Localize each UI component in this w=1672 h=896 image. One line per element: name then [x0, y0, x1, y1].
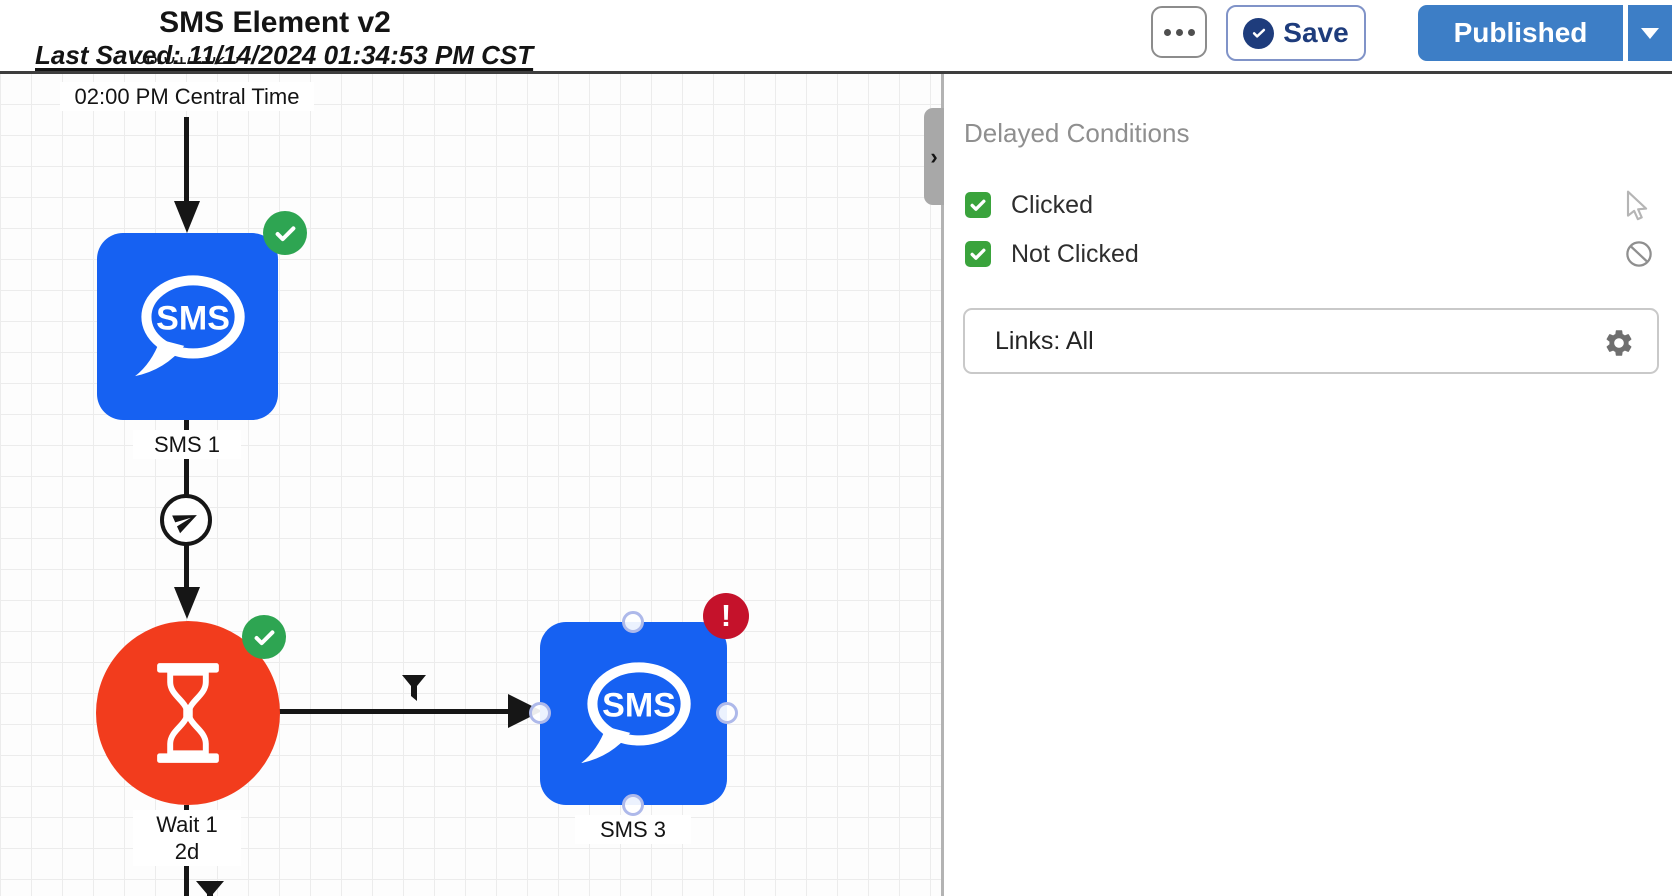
ellipsis-icon — [1175, 28, 1183, 36]
edge-send-wait — [184, 545, 189, 589]
ellipsis-icon — [1163, 28, 1171, 36]
hourglass-icon — [157, 663, 219, 763]
success-badge — [263, 211, 307, 255]
condition-row-clicked: Clicked — [965, 191, 1093, 219]
node-label: SMS 3 — [575, 815, 691, 844]
sms-bubble-icon: SMS — [580, 661, 691, 763]
sms-bubble-icon: SMS — [134, 274, 245, 376]
check-icon — [275, 225, 295, 241]
error-badge: ! — [703, 593, 749, 639]
links-filter-select[interactable]: Links: All — [963, 308, 1659, 374]
svg-text:SMS: SMS — [156, 299, 230, 337]
chevron-right-icon: › — [930, 143, 938, 169]
check-icon — [254, 629, 274, 645]
save-button[interactable]: Save — [1226, 5, 1366, 61]
header-divider — [0, 71, 1672, 74]
success-badge — [242, 615, 286, 659]
cursor-icon[interactable] — [1620, 189, 1652, 221]
panel-heading: Delayed Conditions — [964, 118, 1190, 148]
check-icon — [970, 199, 986, 211]
published-dropdown-button[interactable] — [1628, 5, 1672, 61]
node-sms1[interactable]: SMS — [97, 233, 278, 420]
node-label: Wait 1 2d — [133, 810, 241, 866]
ellipsis-icon — [1187, 28, 1195, 36]
filter-icon[interactable] — [400, 673, 428, 703]
start-date-label-clipped: 08/01/2025 — [134, 57, 240, 69]
arrowhead-icon — [174, 201, 200, 233]
filter-icon[interactable] — [195, 881, 225, 896]
arrowhead-icon — [174, 587, 200, 619]
send-icon — [160, 494, 212, 546]
last-saved-label: Last Saved: 11/14/2024 01:34:53 PM CST — [35, 40, 534, 70]
not-clicked-checkbox[interactable] — [965, 241, 991, 267]
more-options-button[interactable] — [1151, 6, 1207, 58]
condition-label: Not Clicked — [1011, 239, 1139, 268]
start-time-label: 02:00 PM Central Time — [60, 82, 314, 111]
node-sms3[interactable]: SMS — [540, 622, 727, 805]
published-status-button[interactable]: Published — [1418, 5, 1623, 61]
edge-wait-sms3 — [278, 709, 512, 714]
save-button-label: Save — [1283, 17, 1349, 48]
page-title: SMS Element v2 — [159, 6, 391, 39]
check-icon — [970, 248, 986, 260]
connection-handle-bottom[interactable] — [622, 794, 644, 816]
connection-handle-right[interactable] — [716, 702, 738, 724]
clicked-checkbox[interactable] — [965, 192, 991, 218]
condition-row-not-clicked: Not Clicked — [965, 240, 1139, 268]
gear-icon[interactable] — [1603, 327, 1635, 359]
published-button-label: Published — [1453, 17, 1588, 48]
collapse-panel-button[interactable]: › — [924, 108, 944, 205]
save-check-icon — [1243, 17, 1275, 49]
flow-canvas[interactable]: 02:00 PM Central Time SMS SMS 1 — [0, 73, 941, 896]
condition-label: Clicked — [1011, 190, 1093, 219]
delayed-conditions-panel: › Delayed Conditions Clicked Not Clicked — [924, 73, 1672, 896]
caret-down-icon — [1641, 27, 1659, 39]
edge-start-sms1 — [184, 117, 189, 205]
links-filter-value: Links: All — [995, 326, 1094, 355]
connection-handle-top[interactable] — [622, 611, 644, 633]
node-label: SMS 1 — [133, 430, 241, 459]
connection-handle-left[interactable] — [529, 702, 551, 724]
no-entry-icon[interactable] — [1624, 239, 1654, 269]
svg-text:SMS: SMS — [602, 686, 676, 724]
